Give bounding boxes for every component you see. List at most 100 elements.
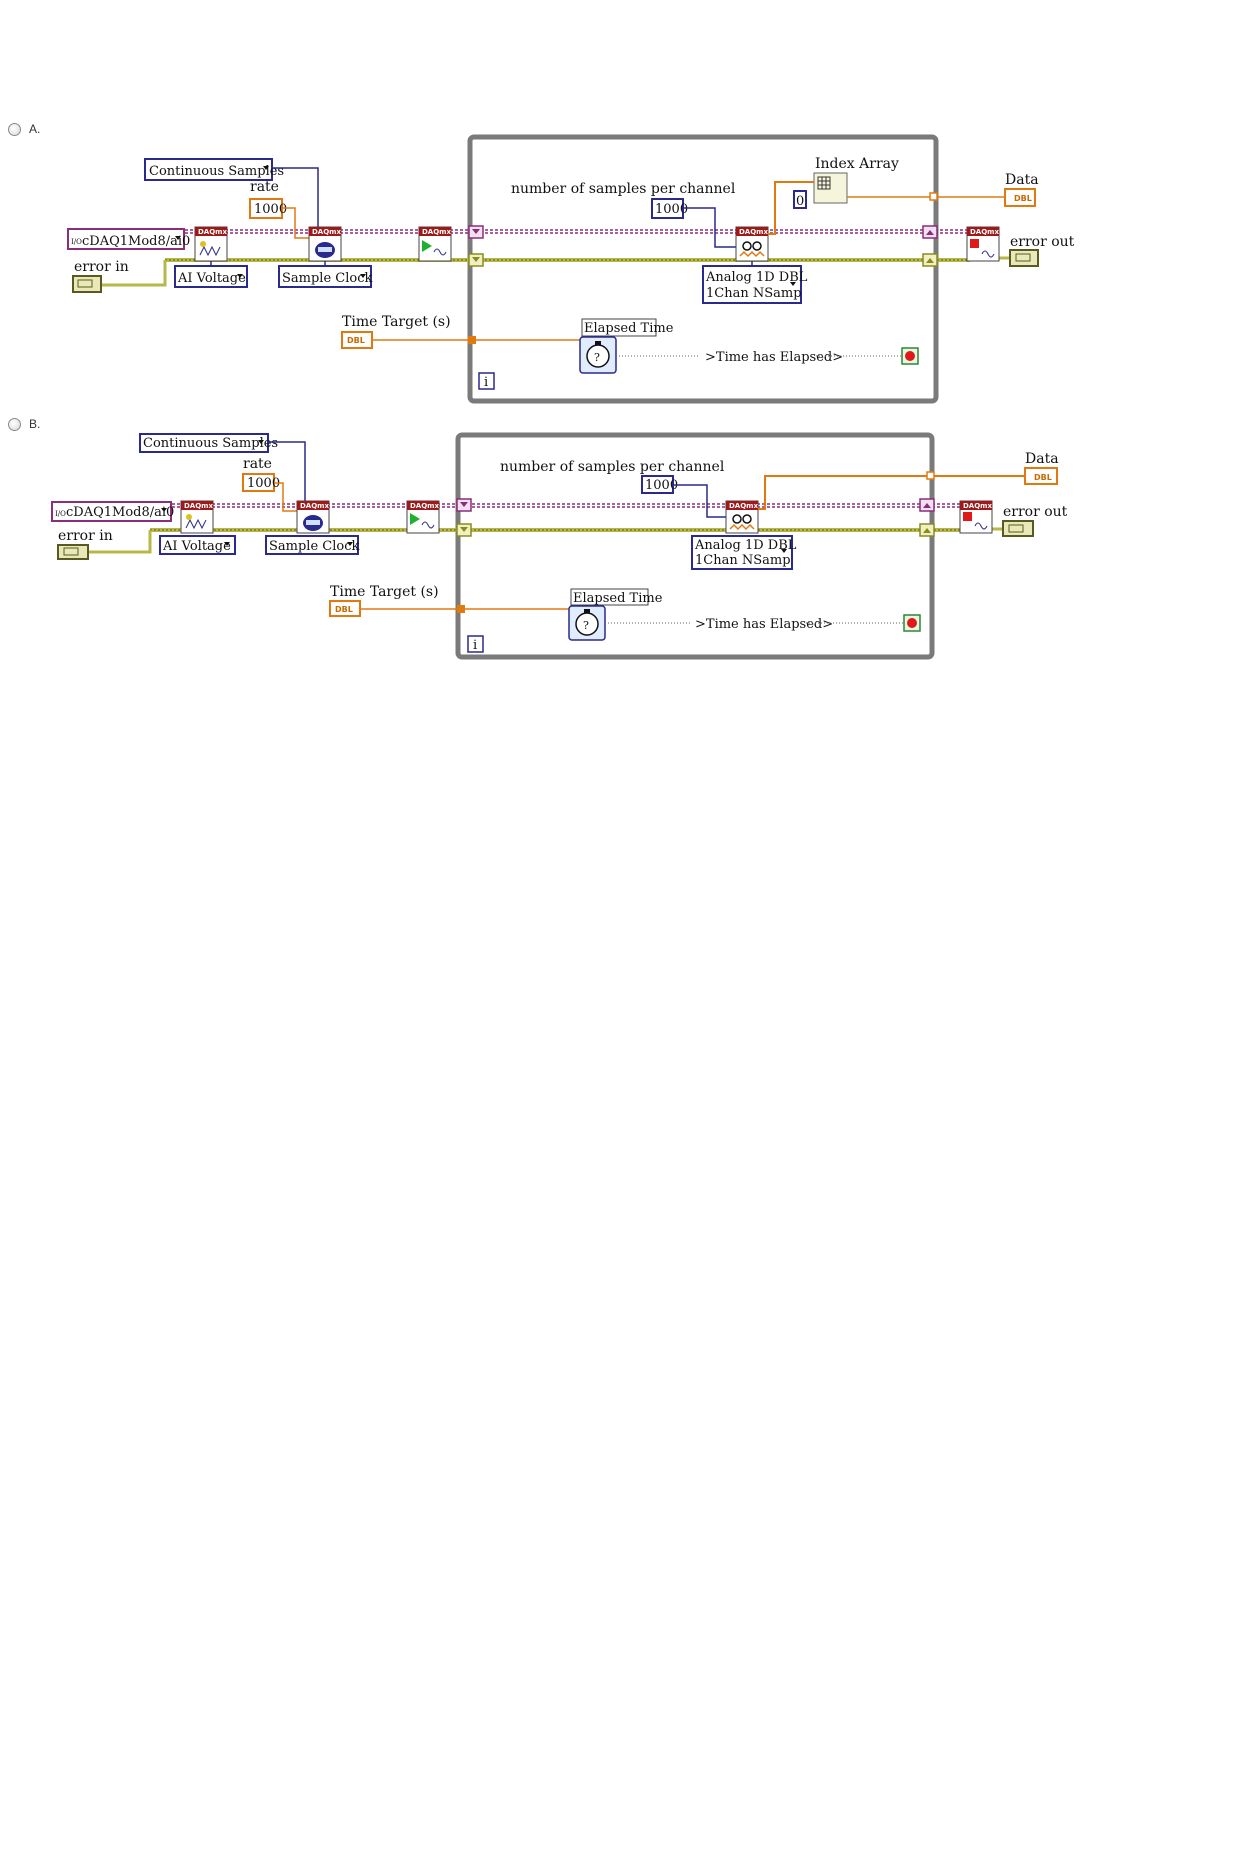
index-constant[interactable]: 0 bbox=[793, 190, 807, 209]
diagram-option-b: Continuous Samples rate 1000 I/O cDAQ1Mo… bbox=[51, 432, 1068, 660]
dropdown-arrow-icon bbox=[263, 166, 269, 170]
daqmx-timing-vi[interactable]: DAQmx bbox=[308, 226, 342, 262]
time-target-type: DBL bbox=[347, 336, 365, 345]
while-loop-frame bbox=[455, 432, 935, 660]
rate-wire bbox=[274, 482, 297, 512]
elapsed-time-vi[interactable]: ? bbox=[568, 605, 606, 641]
daqmx-header: DAQmx bbox=[729, 502, 758, 510]
time-target-label: Time Target (s) bbox=[330, 584, 439, 600]
daqmx-header: DAQmx bbox=[739, 228, 768, 236]
sample-clock-label: Sample Clock bbox=[282, 271, 373, 286]
nsamples-wire bbox=[683, 207, 737, 248]
nsamples-value: 1000 bbox=[645, 478, 678, 493]
svg-text:?: ? bbox=[583, 619, 589, 632]
channel-label: cDAQ1Mod8/ai0 bbox=[82, 234, 190, 249]
io-icon: I/O bbox=[71, 238, 82, 246]
mode-wire bbox=[272, 167, 319, 230]
daqmx-read-vi[interactable]: DAQmx bbox=[735, 226, 769, 262]
data-indicator[interactable]: DBL bbox=[1004, 188, 1036, 207]
index-value: 0 bbox=[796, 194, 804, 209]
continuous-samples-label: Continuous Samples bbox=[143, 436, 278, 451]
option-a-label: A. bbox=[29, 122, 41, 136]
shift-register-left-task bbox=[468, 225, 484, 239]
physical-channel-constant[interactable]: I/O cDAQ1Mod8/ai0 bbox=[67, 228, 190, 250]
error-out-cluster[interactable] bbox=[1009, 249, 1039, 267]
option-b-radio-row[interactable]: B. bbox=[8, 417, 40, 431]
mode-wire bbox=[268, 441, 306, 504]
option-a-radio[interactable] bbox=[8, 122, 21, 136]
spark-icon bbox=[186, 514, 192, 520]
while-loop-frame bbox=[467, 134, 939, 404]
option-b-label: B. bbox=[29, 417, 41, 431]
dropdown-arrow-icon bbox=[161, 508, 167, 512]
channel-label: cDAQ1Mod8/ai0 bbox=[66, 505, 174, 520]
daqmx-header: DAQmx bbox=[312, 228, 341, 236]
glasses-icon bbox=[742, 241, 752, 251]
rate-wire bbox=[282, 207, 310, 239]
diagram-option-a: Continuous Samples rate 1000 I/O cDAQ1Mo… bbox=[67, 134, 1075, 404]
error-out-cluster[interactable] bbox=[1002, 520, 1034, 537]
time-target-control[interactable]: DBL bbox=[341, 331, 373, 349]
shift-register-right-error bbox=[922, 253, 938, 267]
option-a-radio-row[interactable]: A. bbox=[8, 122, 40, 136]
daqmx-timing-vi[interactable]: DAQmx bbox=[296, 500, 330, 534]
physical-channel-constant[interactable]: I/O cDAQ1Mod8/ai0 bbox=[51, 501, 174, 522]
daqmx-header: DAQmx bbox=[422, 228, 451, 236]
read-mode-line1: Analog 1D DBL bbox=[694, 538, 797, 553]
data-type: DBL bbox=[1034, 473, 1052, 482]
daqmx-clear-task-vi[interactable]: DAQmx bbox=[966, 226, 1000, 262]
daqmx-start-task-vi[interactable]: DAQmx bbox=[406, 500, 440, 534]
daqmx-start-task-vi[interactable]: DAQmx bbox=[418, 226, 452, 262]
ai-voltage-selector[interactable]: AI Voltage bbox=[159, 535, 236, 555]
daqmx-read-vi[interactable]: DAQmx bbox=[725, 500, 759, 534]
time-target-control[interactable]: DBL bbox=[329, 600, 361, 617]
error-in-label: error in bbox=[74, 259, 129, 275]
time-has-elapsed-terminal: >Time has Elapsed> bbox=[705, 350, 843, 365]
daqmx-create-channel-vi[interactable]: DAQmx bbox=[180, 500, 214, 534]
continuous-samples-enum[interactable]: Continuous Samples bbox=[139, 433, 278, 453]
index-array-node[interactable] bbox=[813, 172, 848, 204]
elapsed-time-vi[interactable]: ? bbox=[579, 336, 617, 374]
nsamples-constant[interactable]: 1000 bbox=[641, 475, 678, 494]
rate-value: 1000 bbox=[254, 202, 287, 217]
loop-tunnel bbox=[457, 605, 465, 613]
nsamples-constant[interactable]: 1000 bbox=[651, 198, 688, 219]
dropdown-arrow-icon bbox=[347, 542, 353, 546]
elapsed-time-label-box: Elapsed Time bbox=[570, 588, 663, 606]
data-type: DBL bbox=[1014, 194, 1032, 203]
stop-condition-terminal[interactable] bbox=[903, 614, 921, 632]
spark-icon bbox=[200, 241, 206, 247]
iteration-terminal: i bbox=[467, 635, 484, 653]
loop-tunnel bbox=[929, 192, 938, 201]
elapsed-time-label: Elapsed Time bbox=[584, 321, 674, 336]
daqmx-clear-task-vi[interactable]: DAQmx bbox=[959, 500, 993, 534]
stop-condition-terminal[interactable] bbox=[901, 347, 919, 365]
ai-voltage-label: AI Voltage bbox=[162, 539, 231, 554]
dropdown-arrow-icon bbox=[237, 274, 243, 278]
data-indicator[interactable]: DBL bbox=[1024, 467, 1058, 485]
rate-label: rate bbox=[250, 179, 279, 195]
shift-register-left-error bbox=[456, 523, 472, 537]
stop-square-icon bbox=[970, 239, 979, 248]
rate-constant[interactable]: 1000 bbox=[242, 473, 280, 492]
option-b-radio[interactable] bbox=[8, 417, 21, 431]
ai-voltage-label: AI Voltage bbox=[177, 271, 246, 286]
sample-clock-selector[interactable]: Sample Clock bbox=[278, 265, 373, 288]
nsamples-wire bbox=[673, 484, 727, 518]
time-target-label: Time Target (s) bbox=[342, 314, 451, 330]
glasses-icon bbox=[732, 514, 742, 524]
data-label: Data bbox=[1005, 172, 1039, 188]
sample-clock-selector[interactable]: Sample Clock bbox=[265, 535, 360, 555]
elapsed-time-label-box: Elapsed Time bbox=[581, 318, 674, 337]
play-icon bbox=[422, 240, 432, 252]
daqmx-create-channel-vi[interactable]: DAQmx bbox=[194, 226, 228, 262]
error-in-cluster[interactable] bbox=[72, 275, 102, 293]
read-mode-selector[interactable]: Analog 1D DBL 1Chan NSamp bbox=[691, 535, 797, 570]
daqmx-header: DAQmx bbox=[198, 228, 227, 236]
rate-constant[interactable]: 1000 bbox=[249, 198, 287, 219]
read-mode-selector[interactable]: Analog 1D DBL 1Chan NSamp bbox=[702, 265, 808, 304]
array-grid-icon bbox=[817, 176, 831, 190]
ai-voltage-selector[interactable]: AI Voltage bbox=[174, 265, 248, 288]
error-in-cluster[interactable] bbox=[57, 544, 89, 560]
continuous-samples-enum[interactable]: Continuous Samples bbox=[144, 158, 284, 181]
